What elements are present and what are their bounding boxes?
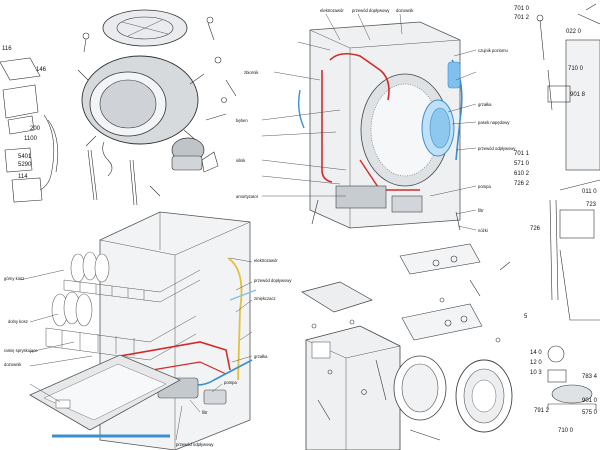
part-number: 701 1 (514, 151, 530, 157)
part-number: 5 (524, 314, 528, 320)
part-number: 575 0 (582, 410, 598, 416)
label: grzałka (478, 102, 492, 107)
label: elektrozawór (254, 258, 278, 263)
exploded-drum-diagram: 146 1100 200 114 5401 5290 116 (0, 9, 237, 206)
label: amortyzator (236, 194, 259, 199)
part-number: 5401 (18, 154, 32, 160)
label: grzałka (254, 354, 268, 359)
part-number: 011 0 (582, 189, 597, 195)
label: filtr (202, 410, 208, 415)
shock-absorbers (87, 141, 138, 206)
left-part-numbers: 146 1100 200 114 5401 5290 116 (2, 46, 47, 180)
washer-exploded-panels (301, 243, 513, 450)
part-number: 726 (530, 226, 541, 232)
label: pompa (224, 380, 237, 385)
part-number: 791 2 (534, 408, 550, 414)
label: czujnik poziomu (478, 48, 508, 53)
part-number: 14 0 (530, 350, 542, 356)
parts-list-diagram: 701 0 701 2 022 0 710 0 901 8 701 1 571 … (514, 3, 600, 434)
part-number: 610 2 (514, 171, 530, 177)
label: przewód dopływowy (352, 8, 390, 13)
dishwasher-cutaway: górny kosz dolny kosz ramię spryskujące … (4, 211, 292, 450)
racks (45, 269, 201, 361)
small-panel-parts (311, 261, 511, 441)
label: górny kosz (4, 276, 24, 281)
leader-lines (261, 13, 477, 231)
part-number: 901 0 (582, 398, 598, 404)
part-number: 10 3 (530, 370, 542, 376)
part-number: 723 (586, 202, 597, 208)
part-number: 783 4 (582, 374, 598, 380)
part-number: 571 0 (514, 161, 530, 167)
label: elektrozawór (320, 8, 344, 13)
label: dozownik (4, 362, 22, 367)
label: zmiękczacz (254, 296, 276, 301)
part-number: 710 0 (568, 66, 584, 72)
plates (51, 251, 110, 327)
part-number: 701 0 (514, 6, 530, 12)
label: filtr (478, 208, 484, 213)
dishwasher-labels: górny kosz dolny kosz ramię spryskujące … (4, 258, 292, 447)
label: przewód odpływowy (478, 146, 516, 151)
part-number: 901 8 (570, 92, 586, 98)
label: zbiornik (244, 70, 259, 75)
part-numbers: 701 0 701 2 022 0 710 0 901 8 701 1 571 … (514, 6, 598, 434)
part-number: 022 0 (566, 29, 582, 35)
label: dolny kosz (8, 319, 28, 324)
motor-assembly (171, 137, 219, 173)
label: pasek napędowy (478, 120, 510, 125)
dishwasher-leader-lines (19, 257, 253, 441)
part-number: 710 0 (558, 428, 574, 434)
label: ramię spryskujące (4, 348, 38, 353)
small-hardware (82, 16, 237, 197)
part-number: 701 2 (514, 15, 530, 21)
part-number: 114 (18, 174, 28, 180)
part-number: 726 2 (514, 181, 530, 187)
part-number: 1100 (24, 136, 38, 142)
drum-rear-cover (102, 9, 188, 47)
part-number: 116 (2, 46, 12, 52)
label: nóżki (478, 228, 488, 233)
washer-labels: elektrozawór przewód dopływowy dozownik … (236, 8, 516, 233)
label: pompa (478, 184, 491, 189)
part-number: 146 (36, 67, 47, 73)
part-number: 5290 (18, 162, 32, 168)
label: silnik (236, 158, 246, 163)
label: przewód dopływowy (254, 278, 292, 283)
part-number: 12 0 (530, 360, 542, 366)
part-number: 200 (30, 126, 41, 132)
label: dozownik (396, 8, 414, 13)
label: przewód odpływowy (176, 442, 214, 447)
washing-machine-cutaway: elektrozawór przewód dopływowy dozownik … (236, 8, 516, 233)
label: bęben (236, 118, 248, 123)
outer-tub (77, 55, 205, 147)
